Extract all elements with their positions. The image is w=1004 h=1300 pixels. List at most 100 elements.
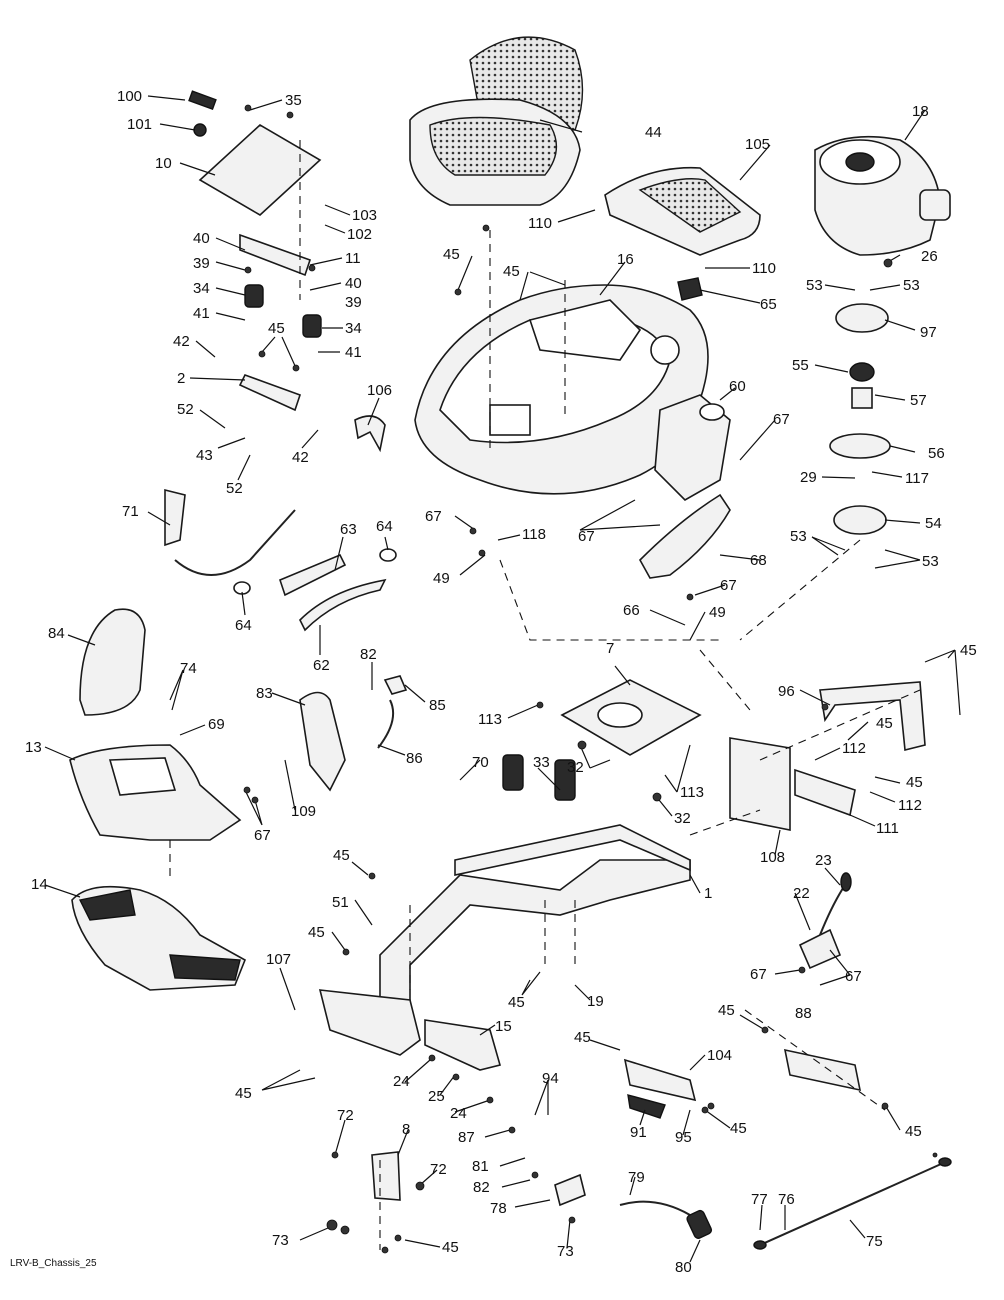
callout-11: 11: [345, 250, 361, 267]
callout-104: 104: [707, 1047, 732, 1064]
pulley-stack: [829, 303, 891, 535]
footplate-14: [71, 885, 247, 991]
callout-71: 71: [122, 503, 139, 520]
chassis-frame: [318, 824, 691, 1071]
callout-95: 95: [675, 1129, 692, 1146]
callout-80: 80: [675, 1259, 692, 1276]
callout-73: 73: [557, 1243, 574, 1260]
callout-62: 62: [313, 657, 330, 674]
callout-52: 52: [177, 401, 194, 418]
callout-109: 109: [291, 803, 316, 820]
callout-73: 73: [272, 1232, 289, 1249]
callout-100: 100: [117, 88, 142, 105]
hood-cover: [604, 166, 761, 256]
callout-7: 7: [606, 640, 614, 657]
callout-87: 87: [458, 1129, 475, 1146]
callout-33: 33: [533, 754, 550, 771]
callout-24: 24: [393, 1073, 410, 1090]
callout-18: 18: [912, 103, 929, 120]
callout-40: 40: [345, 275, 362, 292]
callout-102: 102: [347, 226, 372, 243]
callout-56: 56: [928, 445, 945, 462]
console-13: [69, 744, 242, 841]
callout-29: 29: [800, 469, 817, 486]
misc-brackets: [164, 374, 397, 632]
callout-49: 49: [709, 604, 726, 621]
callout-85: 85: [429, 697, 446, 714]
engine: [814, 135, 951, 256]
callout-45: 45: [960, 642, 977, 659]
callout-67: 67: [720, 577, 737, 594]
callout-82: 82: [360, 646, 377, 663]
rear-hitch-108: [729, 737, 856, 831]
callout-40: 40: [193, 230, 210, 247]
tank-cover: [639, 493, 731, 579]
callout-60: 60: [729, 378, 746, 395]
callout-23: 23: [815, 852, 832, 869]
body-fender: [414, 284, 709, 495]
callout-25: 25: [428, 1088, 445, 1105]
callout-26: 26: [921, 248, 938, 265]
callout-45: 45: [906, 774, 923, 791]
steering-cover-84: [79, 608, 146, 716]
callout-68: 68: [750, 552, 767, 569]
callout-110: 110: [528, 215, 552, 232]
callout-65: 65: [760, 296, 777, 313]
callout-113: 113: [478, 711, 502, 728]
callout-103: 103: [352, 207, 377, 224]
callout-39: 39: [345, 294, 362, 311]
callout-107: 107: [266, 951, 291, 968]
callout-111: 111: [876, 820, 899, 837]
callout-45: 45: [574, 1029, 591, 1046]
callout-34: 34: [345, 320, 362, 337]
callout-67: 67: [773, 411, 790, 428]
callout-45: 45: [905, 1123, 922, 1140]
callout-45: 45: [730, 1120, 747, 1137]
callout-83: 83: [256, 685, 273, 702]
callout-22: 22: [793, 885, 810, 902]
callout-96: 96: [778, 683, 795, 700]
fuel-cap: [677, 277, 703, 301]
callout-34: 34: [193, 280, 210, 297]
brake-bracket-8: [371, 1151, 401, 1201]
callout-51: 51: [332, 894, 349, 911]
callout-1: 1: [704, 885, 712, 902]
callout-39: 39: [193, 255, 210, 272]
callout-112: 112: [842, 740, 866, 757]
callout-78: 78: [490, 1200, 507, 1217]
callout-57: 57: [910, 392, 927, 409]
callout-77: 77: [751, 1191, 768, 1208]
callout-72: 72: [430, 1161, 447, 1178]
callout-41: 41: [345, 344, 362, 361]
callout-2: 2: [177, 370, 185, 387]
callout-113: 113: [680, 784, 704, 801]
callout-45: 45: [503, 263, 520, 280]
callout-67: 67: [750, 966, 767, 983]
callout-14: 14: [31, 876, 48, 893]
callout-108: 108: [760, 849, 785, 866]
callout-91: 91: [630, 1124, 647, 1141]
callout-94: 94: [542, 1070, 559, 1087]
callout-45: 45: [268, 320, 285, 337]
callout-55: 55: [792, 357, 809, 374]
callout-74: 74: [180, 660, 197, 677]
drawing-id: LRV-B_Chassis_25: [10, 1258, 97, 1269]
callout-42: 42: [173, 333, 190, 350]
callout-67: 67: [845, 968, 862, 985]
callout-13: 13: [25, 739, 42, 756]
callout-117: 117: [905, 470, 929, 487]
callout-105: 105: [745, 136, 770, 153]
callout-53: 53: [790, 528, 807, 545]
callout-53: 53: [922, 553, 939, 570]
callout-16: 16: [617, 251, 634, 268]
callout-35: 35: [285, 92, 302, 109]
callout-84: 84: [48, 625, 65, 642]
callout-88: 88: [795, 1005, 812, 1022]
callout-64: 64: [376, 518, 393, 535]
callout-81: 81: [472, 1158, 489, 1175]
callout-labels: 100 101 35 10 103 102 40 39 11 34 40 39 …: [25, 88, 977, 1276]
callout-112: 112: [898, 797, 922, 814]
callout-10: 10: [155, 155, 172, 172]
callout-106: 106: [367, 382, 392, 399]
